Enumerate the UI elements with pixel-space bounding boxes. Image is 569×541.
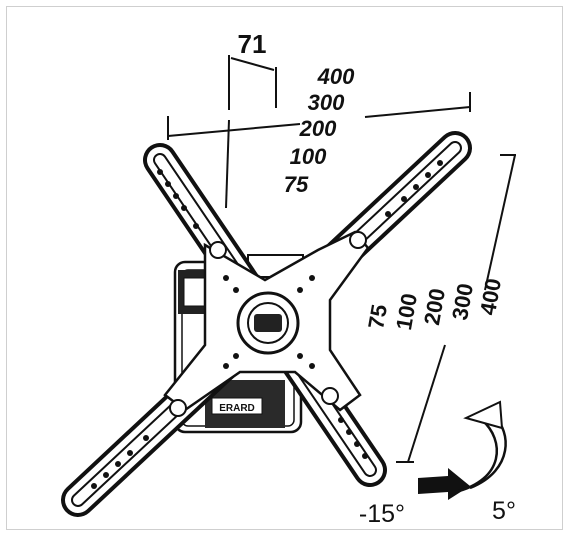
h-spacing-label: 75 [284, 172, 309, 197]
horizontal-spacing-labels: 400 300 200 100 75 [284, 64, 355, 197]
v-spacing-label: 75 [363, 302, 392, 330]
h-spacing-label: 100 [290, 144, 327, 169]
tilt-up-arrow-icon [454, 400, 507, 494]
arm-holes [91, 160, 443, 489]
offset-label: 71 [238, 29, 267, 59]
h-spacing-label: 400 [317, 64, 355, 89]
dimension-lines [167, 55, 516, 463]
h-spacing-label: 300 [308, 90, 345, 115]
center-hub [163, 230, 370, 417]
tilt-up-label: 5° [492, 497, 516, 525]
tilt-down-label: -15° [359, 500, 405, 528]
h-spacing-label: 200 [299, 116, 337, 141]
brand-label: ERARD [219, 403, 255, 414]
